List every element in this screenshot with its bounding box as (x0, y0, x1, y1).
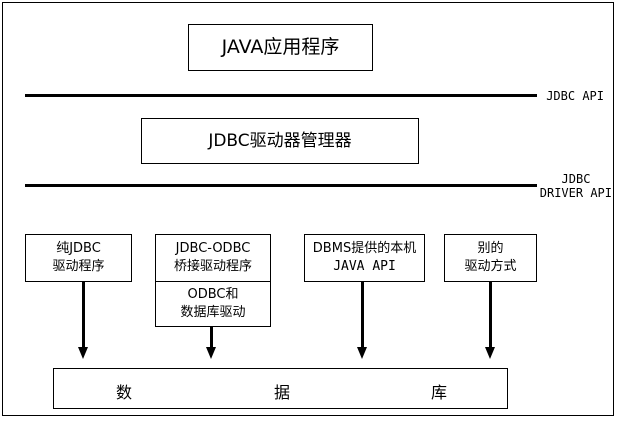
pure-jdbc-line1: 纯JDBC (56, 241, 101, 257)
driver-api-line (25, 184, 537, 187)
arrow-dbms-head (357, 347, 367, 359)
arrow-other-head (485, 347, 495, 359)
arrow-odbc-head (206, 347, 216, 359)
arrow-other-shaft (489, 282, 492, 348)
java-application-label: JAVA应用程序 (221, 35, 340, 58)
jdbc-api-line (25, 94, 537, 97)
pure-jdbc-line2: 驱动程序 (52, 259, 105, 274)
database-box (53, 368, 508, 409)
driver-api-label: JDBC DRIVER API (530, 172, 612, 200)
bridge-line2: 桥接驱动程序 (173, 259, 252, 274)
arrow-dbms-shaft (361, 282, 364, 348)
dbms-native-line1: DBMS提供的本机 (312, 241, 417, 257)
pure-jdbc-driver-box: 纯JDBC 驱动程序 (25, 234, 132, 282)
other-line2: 驱动方式 (464, 259, 517, 274)
dbms-native-api-box: DBMS提供的本机 JAVA API (304, 234, 425, 282)
odbc-line2: 数据库驱动 (180, 305, 246, 320)
arrow-pure-jdbc-shaft (82, 282, 85, 348)
other-driver-box: 别的 驱动方式 (444, 234, 537, 282)
arrow-pure-jdbc-head (78, 347, 88, 359)
other-line1: 别的 (477, 241, 504, 257)
driver-api-label-line1: JDBC (561, 172, 591, 186)
arrow-odbc-shaft (210, 327, 213, 348)
jdbc-odbc-bridge-box: JDBC-ODBC 桥接驱动程序 (155, 234, 271, 282)
database-char-2: 据 (274, 383, 291, 402)
java-application-box: JAVA应用程序 (188, 24, 373, 71)
bridge-line1: JDBC-ODBC (175, 241, 251, 257)
database-char-1: 数 (116, 383, 133, 402)
odbc-line1: ODBC和 (187, 287, 239, 303)
database-char-3: 库 (431, 383, 448, 402)
jdbc-api-label: JDBC API (546, 89, 604, 103)
driver-manager-label: JDBC驱动器管理器 (208, 130, 352, 151)
driver-manager-box: JDBC驱动器管理器 (141, 118, 419, 164)
driver-api-label-line2: DRIVER API (539, 186, 612, 200)
diagram-frame (2, 2, 614, 416)
odbc-driver-box: ODBC和 数据库驱动 (155, 281, 271, 327)
dbms-native-line2: JAVA API (333, 259, 396, 274)
